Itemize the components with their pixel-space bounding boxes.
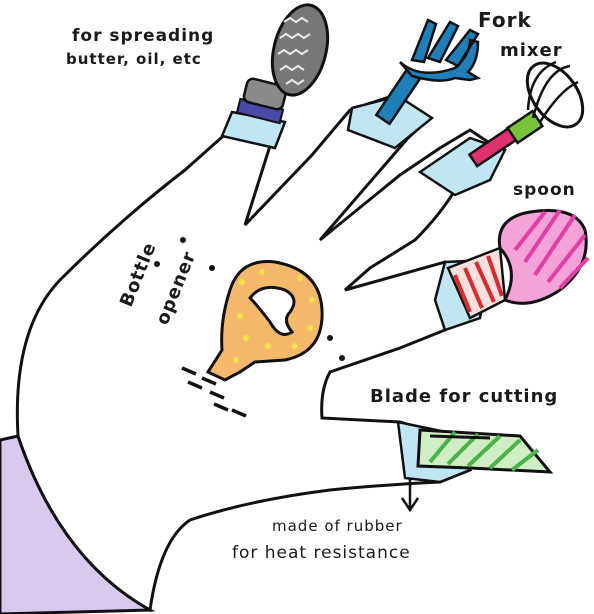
label-spreading-line1: for spreading (72, 26, 214, 46)
label-spoon: spoon (513, 180, 576, 200)
label-blade: Blade for cutting (370, 386, 558, 407)
mixer-wires (528, 62, 578, 122)
label-mixer: mixer (500, 40, 563, 61)
label-spreading-line2: butter, oil, etc (66, 50, 202, 68)
blade-slot (430, 436, 490, 438)
label-heat-resistance: for heat resistance (232, 543, 411, 563)
spoon-bowl (499, 210, 586, 303)
label-made-of-rubber: made of rubber (272, 517, 403, 535)
fork-head (400, 20, 478, 81)
label-fork: Fork (478, 8, 532, 32)
